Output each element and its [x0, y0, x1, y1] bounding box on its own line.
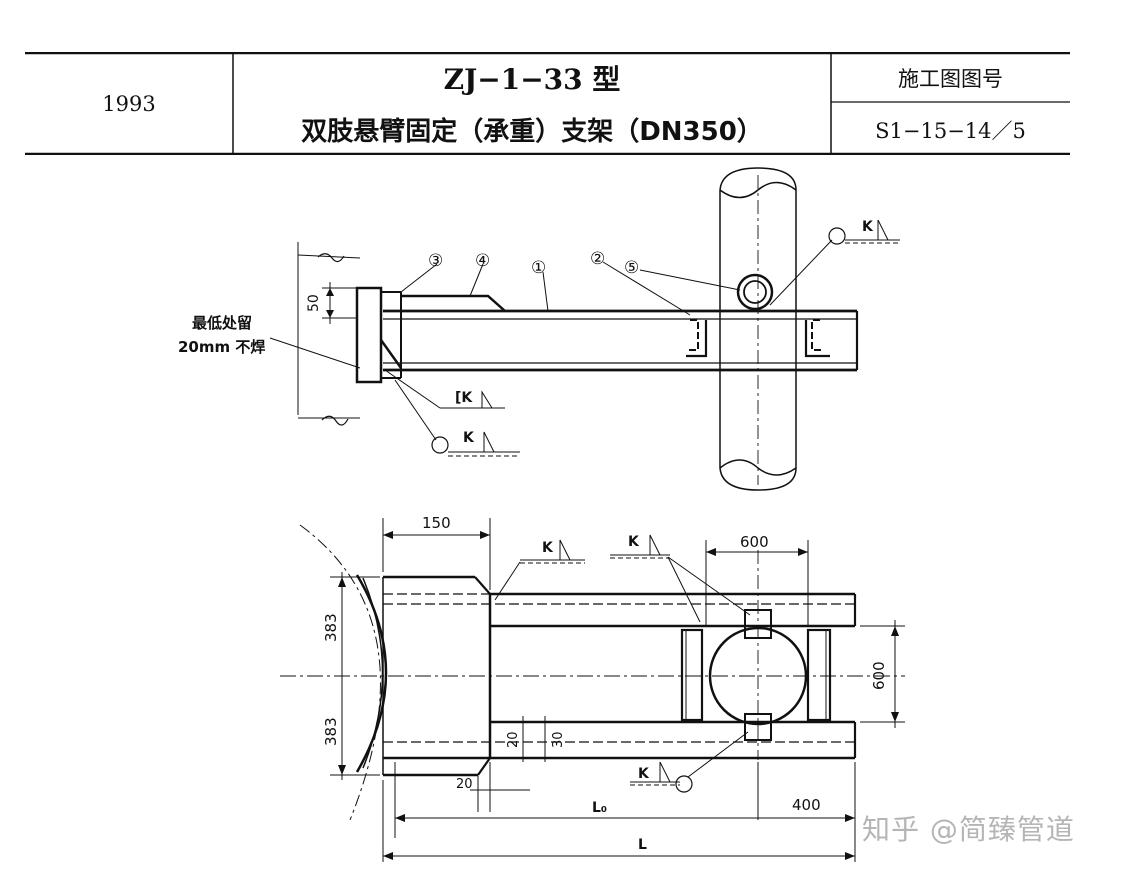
elevation-view	[269, 167, 900, 491]
dimension-20-vertical: 20	[506, 731, 521, 748]
note-line-1: 最低处留	[192, 314, 252, 332]
callout-1: ①	[531, 258, 546, 278]
note-line-2: 20mm 不焊	[178, 338, 265, 356]
dimension-50: 50	[306, 294, 322, 312]
dimension-383-upper: 383	[322, 613, 340, 642]
weld-symbol-bracket: [K	[455, 390, 473, 406]
weld-symbol-k-plan-2: K	[628, 534, 640, 550]
weld-symbol-k-plan-1: K	[542, 540, 554, 556]
title-block-lines	[25, 52, 1070, 155]
dimension-383-lower: 383	[322, 717, 340, 746]
weld-symbol-k-elev-right: K	[862, 219, 874, 235]
description-title: 双肢悬臂固定（承重）支架（DN350）	[301, 117, 763, 147]
dimension-150: 150	[422, 514, 451, 532]
callout-5: ⑤	[624, 258, 639, 278]
dimension-400: 400	[792, 796, 821, 814]
dimension-600-side: 600	[870, 661, 888, 690]
dimension-l0: L₀	[592, 800, 607, 816]
dimension-600-top: 600	[740, 533, 769, 551]
dimension-30: 30	[551, 731, 566, 748]
weld-symbol-k-plan-3: K	[638, 766, 650, 782]
year-label: 1993	[102, 91, 156, 116]
callout-4: ④	[475, 251, 490, 271]
model-title: ZJ−1−33 型	[443, 63, 621, 96]
callout-2: ②	[590, 249, 605, 269]
drawing-number: S1−15−14／5	[875, 118, 1026, 143]
dimension-l: L	[638, 837, 647, 853]
watermark-text: 知乎 @简臻管道	[862, 813, 1075, 846]
callout-3: ③	[428, 251, 443, 271]
dimension-20-horizontal: 20	[456, 777, 473, 792]
drawing-number-header: 施工图图号	[898, 67, 1003, 91]
title-block: 1993 ZJ−1−33 型 双肢悬臂固定（承重）支架（DN350） 施工图图号…	[25, 52, 1070, 155]
weld-symbol-k-elev-left: K	[463, 430, 475, 446]
plan-view	[280, 518, 905, 862]
